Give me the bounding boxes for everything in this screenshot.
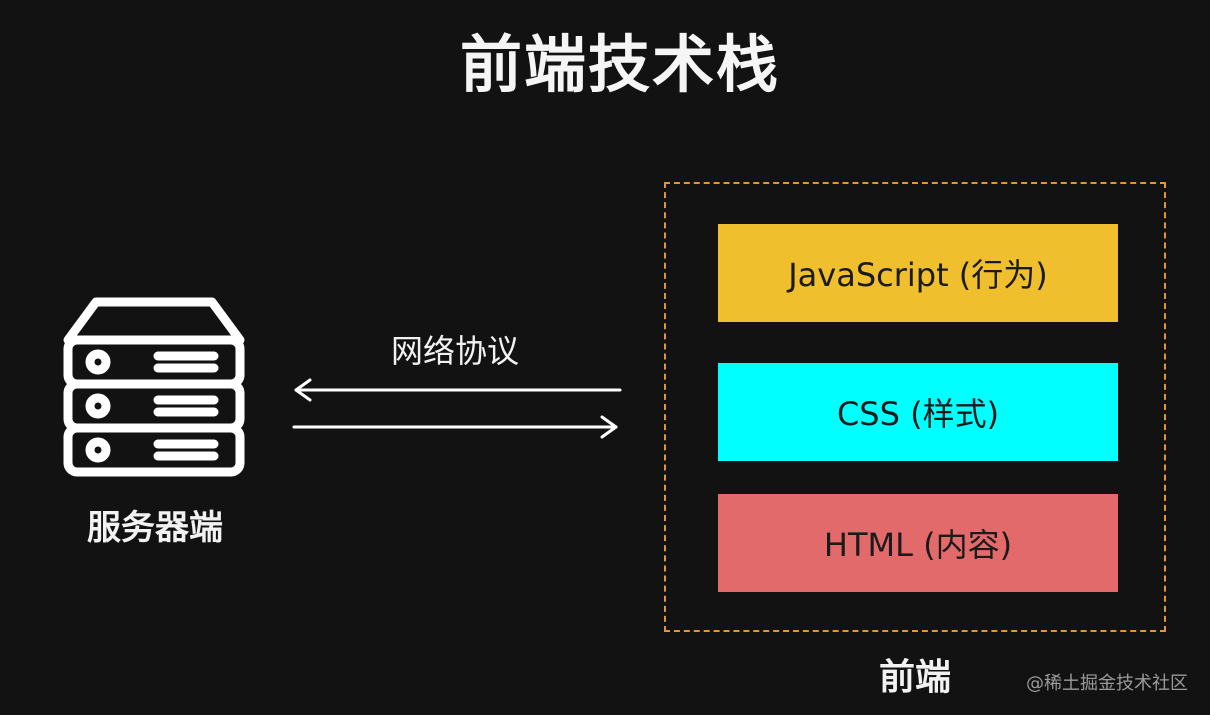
protocol-arrows	[290, 372, 624, 442]
layer-html: HTML (内容)	[718, 494, 1118, 592]
layer-javascript: JavaScript (行为)	[718, 224, 1118, 322]
diagram-title: 前端技术栈	[459, 28, 780, 101]
watermark: @稀土掘金技术社区	[1026, 673, 1188, 694]
arrow-right-icon	[292, 415, 618, 439]
frontend-label: 前端	[878, 657, 951, 698]
protocol-label: 网络协议	[390, 332, 519, 370]
layer-css: CSS (样式)	[718, 363, 1118, 461]
server-icon	[62, 296, 246, 480]
arrow-left-icon	[294, 378, 622, 402]
server-label: 服务器端	[87, 508, 223, 548]
frontend-container	[664, 182, 1166, 632]
